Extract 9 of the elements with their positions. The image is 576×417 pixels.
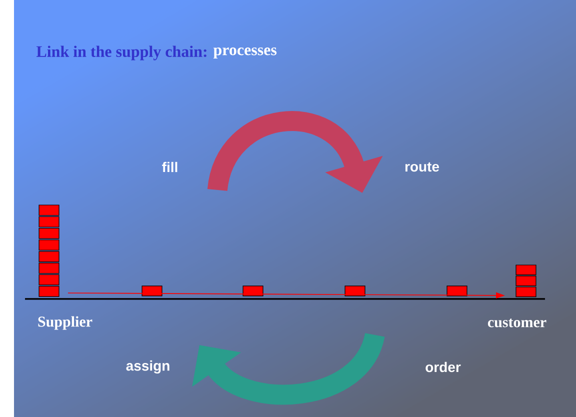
place-label: customer [488,318,546,328]
title: Link in the supply chain: [36,46,206,60]
process-label: route [405,162,440,172]
process-label: fill [162,162,178,172]
place-label: Supplier [38,316,92,330]
process-label: assign [126,360,170,374]
process-label: order [426,362,461,372]
subtitle: processes [213,48,277,58]
curved-arrow [192,332,384,405]
